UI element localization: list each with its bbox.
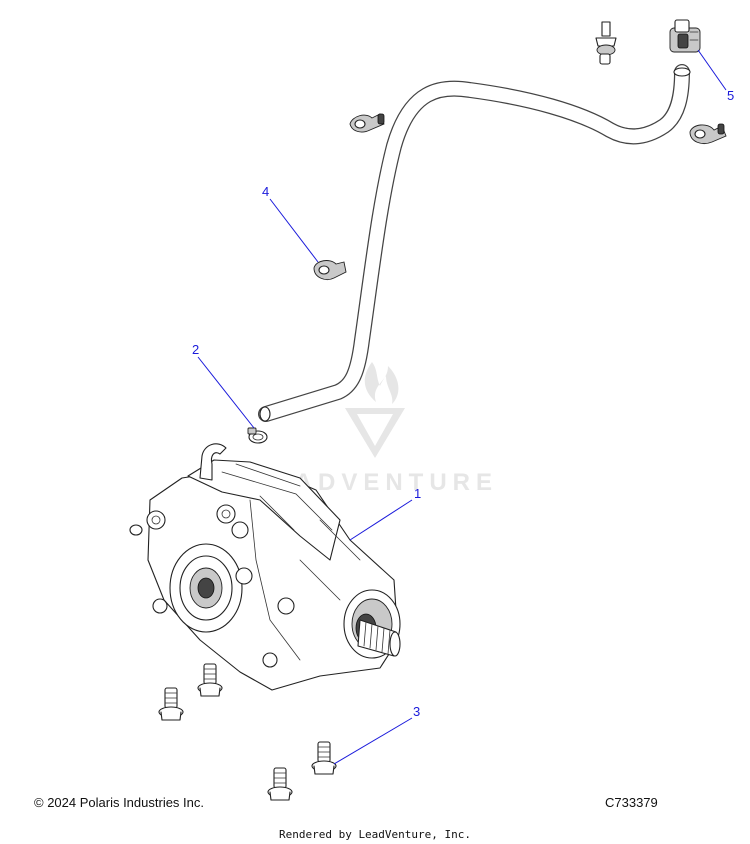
hose-clamp-part-2 [247, 427, 268, 444]
quick-connect-fitting [669, 19, 701, 53]
leader-line-5 [697, 49, 727, 91]
leader-line-3 [333, 717, 413, 765]
leader-line-2 [197, 356, 255, 429]
callout-3[interactable]: 3 [413, 704, 420, 719]
rendered-by-text: Rendered by LeadVenture, Inc. [278, 828, 472, 841]
leader-line-4 [269, 198, 319, 263]
callout-2[interactable]: 2 [192, 342, 199, 357]
callout-4[interactable]: 4 [262, 184, 269, 199]
bolts-part-3 [158, 663, 337, 801]
callout-5[interactable]: 5 [727, 88, 734, 103]
drawing-id: C733379 [605, 795, 658, 810]
bolt [197, 663, 223, 697]
front-gearcase-assembly [129, 443, 401, 691]
copyright-text: © 2024 Polaris Industries Inc. [34, 795, 204, 810]
bolt [158, 687, 184, 721]
clip-part-4 [313, 260, 347, 280]
callout-1[interactable]: 1 [414, 486, 421, 501]
bolt [267, 767, 293, 801]
leader-line-1 [349, 499, 413, 541]
hose-clip-right [689, 123, 727, 144]
screw-top [595, 21, 617, 65]
bolt [311, 741, 337, 775]
hose-clip-left [349, 113, 385, 133]
vent-hose [258, 64, 691, 422]
